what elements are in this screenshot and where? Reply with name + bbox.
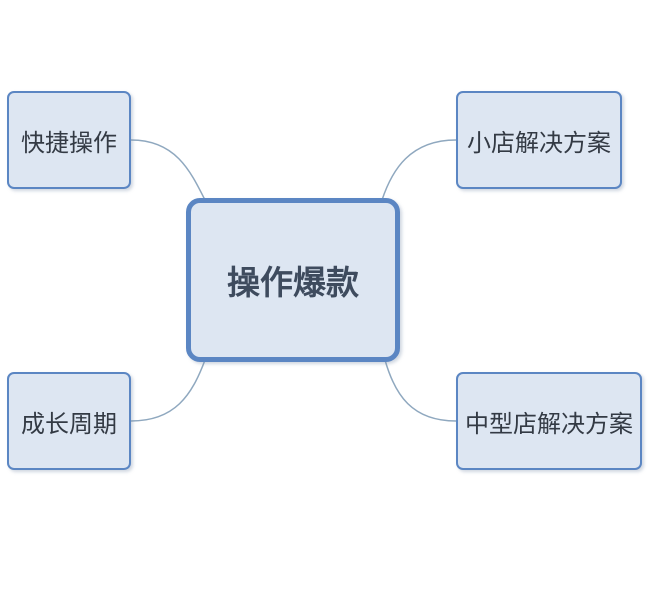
branch-label-medium-shop-solution: 中型店解决方案 <box>465 409 633 438</box>
central-topic-node[interactable]: 操作爆款 <box>186 198 400 362</box>
branch-label-quick-operation: 快捷操作 <box>21 128 117 157</box>
branch-node-growth-cycle[interactable]: 成长周期 <box>7 372 131 470</box>
branch-node-small-shop-solution[interactable]: 小店解决方案 <box>456 91 622 189</box>
central-topic-label: 操作爆款 <box>227 263 359 302</box>
connector-top-left <box>130 139 206 201</box>
connector-bottom-right <box>384 359 457 422</box>
branch-node-medium-shop-solution[interactable]: 中型店解决方案 <box>456 372 642 470</box>
branch-label-small-shop-solution: 小店解决方案 <box>467 128 611 157</box>
connector-bottom-left <box>130 359 206 422</box>
branch-label-growth-cycle: 成长周期 <box>21 409 117 438</box>
connector-top-right <box>381 139 457 201</box>
branch-node-quick-operation[interactable]: 快捷操作 <box>7 91 131 189</box>
